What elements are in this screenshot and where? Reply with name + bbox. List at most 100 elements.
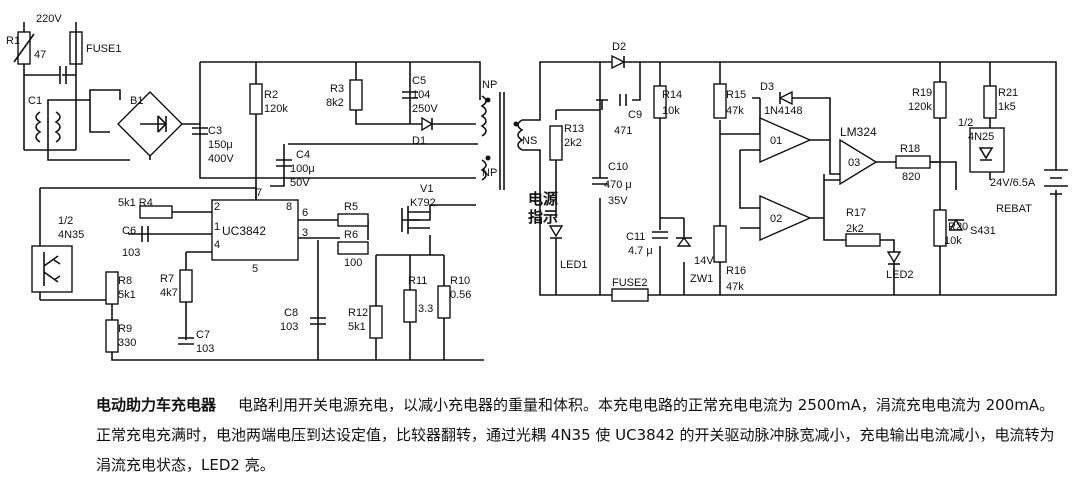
label-r13: R13 bbox=[564, 123, 584, 135]
led1 bbox=[548, 225, 564, 295]
uc3842-ic bbox=[211, 199, 299, 261]
label-r1: R1 bbox=[6, 35, 20, 47]
c7-capacitor bbox=[178, 337, 194, 345]
label-c5: C5 bbox=[412, 75, 426, 87]
label-r14v: 10k bbox=[662, 105, 680, 117]
label-r5: R5 bbox=[344, 201, 358, 213]
label-b1: B1 bbox=[130, 95, 143, 107]
fuse1 bbox=[69, 31, 83, 65]
label-p8: 8 bbox=[286, 201, 292, 213]
label-r15: R15 bbox=[726, 89, 746, 101]
label-led1txt1: 电源 bbox=[528, 190, 558, 208]
label-s431: S431 bbox=[970, 225, 996, 237]
label-c3: C3 bbox=[208, 125, 222, 137]
label-fuse1: FUSE1 bbox=[86, 43, 121, 55]
label-oc1a: 1/2 bbox=[58, 215, 73, 227]
label-c7v: 103 bbox=[196, 343, 214, 355]
label-d2: D2 bbox=[612, 41, 626, 53]
label-c11: C11 bbox=[626, 231, 645, 243]
label-r19: R19 bbox=[912, 87, 932, 99]
r21-resistor bbox=[983, 85, 997, 119]
label-r7v: 4k7 bbox=[160, 287, 178, 299]
label-r14: R14 bbox=[662, 89, 682, 101]
v1-mosfet bbox=[401, 206, 430, 234]
r5-resistor bbox=[337, 213, 369, 227]
r11-resistor bbox=[403, 289, 417, 323]
transformer-input bbox=[35, 111, 61, 143]
primary-wiring bbox=[23, 22, 484, 361]
r20-resistor bbox=[933, 209, 947, 247]
r6-resistor bbox=[337, 241, 369, 255]
label-r20: R20 bbox=[948, 221, 968, 233]
label-o1: 01 bbox=[770, 135, 782, 147]
label-r4: 5k1 R4 bbox=[118, 197, 153, 209]
label-r2v: 120k bbox=[264, 103, 288, 115]
label-r11: R11 bbox=[408, 275, 427, 287]
label-c9v: 471 bbox=[614, 125, 632, 137]
label-r21: R21 bbox=[998, 87, 1018, 99]
label-p3: 3 bbox=[302, 227, 308, 239]
caption-title: 电动助力车充电器 bbox=[96, 396, 217, 414]
label-led1txt2: 指示 bbox=[528, 208, 558, 226]
r3-resistor bbox=[349, 79, 363, 111]
label-c7: C7 bbox=[196, 329, 210, 341]
label-rebat: REBAT bbox=[996, 203, 1032, 215]
label-c1: C1 bbox=[28, 95, 42, 107]
label-c10v2: 35V bbox=[608, 195, 628, 207]
c3-capacitor bbox=[192, 127, 208, 135]
label-v1: V1 bbox=[420, 183, 433, 195]
label-np2: NP bbox=[482, 167, 497, 179]
label-c3v2: 400V bbox=[208, 153, 234, 165]
opamp-03 bbox=[839, 138, 878, 186]
label-r19v: 120k bbox=[908, 101, 932, 113]
label-r17v: 2k2 bbox=[846, 223, 864, 235]
label-c10: C10 bbox=[608, 161, 628, 173]
label-r3: R3 bbox=[330, 83, 344, 95]
label-uc: UC3842 bbox=[222, 224, 266, 238]
label-bat: 24V/6.5A bbox=[990, 177, 1036, 189]
label-o3: 03 bbox=[848, 157, 860, 169]
c4-capacitor bbox=[276, 159, 292, 167]
r18-resistor bbox=[895, 155, 931, 169]
d3-diode bbox=[778, 90, 793, 106]
label-led2: LED2 bbox=[886, 269, 914, 281]
c10-capacitor bbox=[592, 177, 608, 185]
c9-capacitor bbox=[619, 94, 627, 106]
label-ns: NS bbox=[522, 135, 537, 147]
c6-capacitor bbox=[141, 226, 149, 242]
r14-resistor bbox=[653, 85, 667, 119]
label-c5v2: 250V bbox=[412, 103, 438, 115]
label-p7: 7 bbox=[256, 187, 262, 199]
label-c3v1: 150μ bbox=[208, 139, 233, 151]
label-r11v: 3.3 bbox=[418, 303, 433, 315]
label-c8v: 103 bbox=[280, 321, 298, 333]
r2-resistor bbox=[249, 83, 263, 115]
label-r15v: 47k bbox=[726, 105, 744, 117]
r4-resistor bbox=[139, 205, 173, 219]
label-r16: R16 bbox=[726, 265, 746, 277]
label-c4v2: 50V bbox=[290, 177, 310, 189]
label-p5: 5 bbox=[252, 263, 258, 275]
label-zw1a: 14V bbox=[694, 255, 714, 267]
r7-resistor bbox=[179, 269, 193, 303]
label-r7: R7 bbox=[160, 273, 174, 285]
label-led1: LED1 bbox=[560, 259, 588, 271]
r19-resistor bbox=[933, 81, 947, 119]
label-oc2b: 4N25 bbox=[968, 131, 994, 143]
label-c5v1: 104 bbox=[412, 89, 430, 101]
r8-resistor bbox=[105, 271, 119, 305]
label-r8: R8 bbox=[118, 275, 132, 287]
label-d1: D1 bbox=[412, 135, 426, 147]
label-r18v: 820 bbox=[902, 171, 920, 183]
zw1-zener bbox=[676, 236, 692, 247]
label-r12v: 5k1 bbox=[348, 321, 366, 333]
opamp-01 bbox=[759, 116, 812, 164]
label-p2: 2 bbox=[214, 201, 220, 213]
c11-capacitor bbox=[652, 231, 668, 239]
component-labels: 220V R1 47 FUSE1 C1 B1 C3 150μ 400V R2 1… bbox=[6, 13, 1036, 355]
label-r2: R2 bbox=[264, 89, 278, 101]
label-lm: LM324 bbox=[840, 125, 877, 139]
label-c9: C9 bbox=[628, 109, 642, 121]
label-r20v: 10k bbox=[944, 235, 962, 247]
label-c6: C6 bbox=[122, 225, 136, 237]
